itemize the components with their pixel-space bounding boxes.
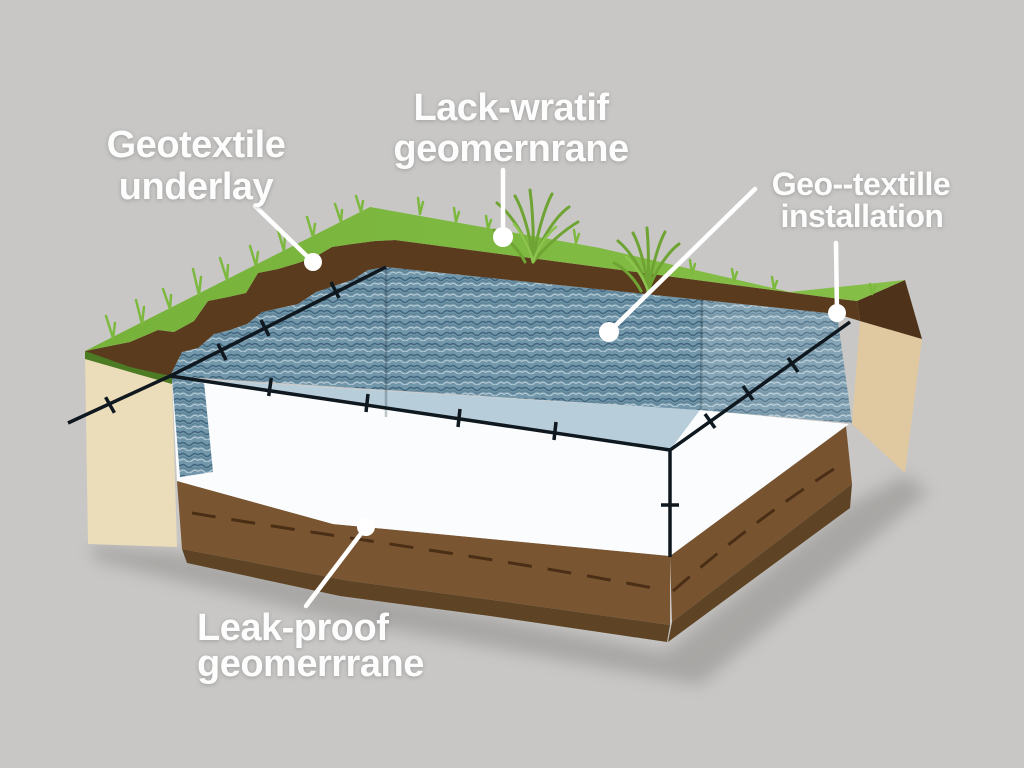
label-geotextile-installation: Geo--textille installation — [772, 166, 951, 234]
leader-dot-wall — [599, 322, 619, 342]
label-leakproof-membrane-line1: Leak-proof — [197, 607, 389, 649]
cross-section-soil-left — [177, 481, 670, 625]
topsoil-rim-right-face — [857, 280, 922, 339]
leader-installation-vertical — [833, 240, 840, 316]
cross-section-subsoil-right — [668, 484, 852, 642]
leader-dot-underlay — [304, 253, 322, 271]
grass-edge-lip — [85, 351, 172, 384]
label-membrane-top: Lack-wratif geomernrane — [393, 87, 629, 170]
leader-installation-diagonal — [606, 186, 758, 335]
liner-left-sliver — [172, 378, 213, 477]
grass-tuft-right — [612, 226, 681, 293]
callout-leaders — [252, 167, 846, 609]
dimension-lines — [67, 265, 852, 557]
label-geotextile-installation-line2: installation — [781, 198, 944, 234]
dimension-ticks — [104, 281, 800, 507]
label-leakproof-membrane-line2: geomerrrane — [197, 643, 424, 685]
label-membrane-top-line1: Lack-wratif — [413, 87, 609, 129]
label-geotextile-underlay-line2: underlay — [119, 166, 274, 208]
leader-dot-rim — [828, 304, 846, 322]
soil-layer-dashed-line-left — [191, 511, 664, 592]
grass-tuft-left — [492, 188, 580, 264]
topsoil-rim — [85, 240, 860, 376]
grass-blades — [104, 194, 877, 340]
geotextile-liner-wall — [170, 267, 852, 423]
cross-section-soil-right — [670, 426, 852, 622]
wall-crease-back-right — [699, 299, 704, 410]
label-geotextile-underlay-line1: Geotextile — [107, 124, 286, 166]
ground-shadow — [90, 475, 928, 685]
liner-right-wall-highlight — [700, 299, 852, 423]
leader-underlay — [252, 203, 316, 265]
subsoil-right-face — [852, 320, 922, 473]
leader-dot-floor — [357, 518, 375, 536]
cross-section-subsoil-left — [182, 549, 670, 642]
leader-dot-membrane — [493, 227, 513, 247]
leader-leakproof — [303, 524, 369, 609]
label-geotextile-installation-line1: Geo--textille — [772, 166, 950, 202]
subsoil-left-face — [85, 357, 177, 547]
label-membrane-top-line2: geomernrane — [393, 128, 628, 170]
soil-layer-dashed-line-right — [672, 460, 846, 593]
label-geotextile-underlay: Geotextile underlay — [107, 124, 286, 208]
label-leakproof-membrane: Leak-proof geomerrrane — [197, 607, 424, 685]
